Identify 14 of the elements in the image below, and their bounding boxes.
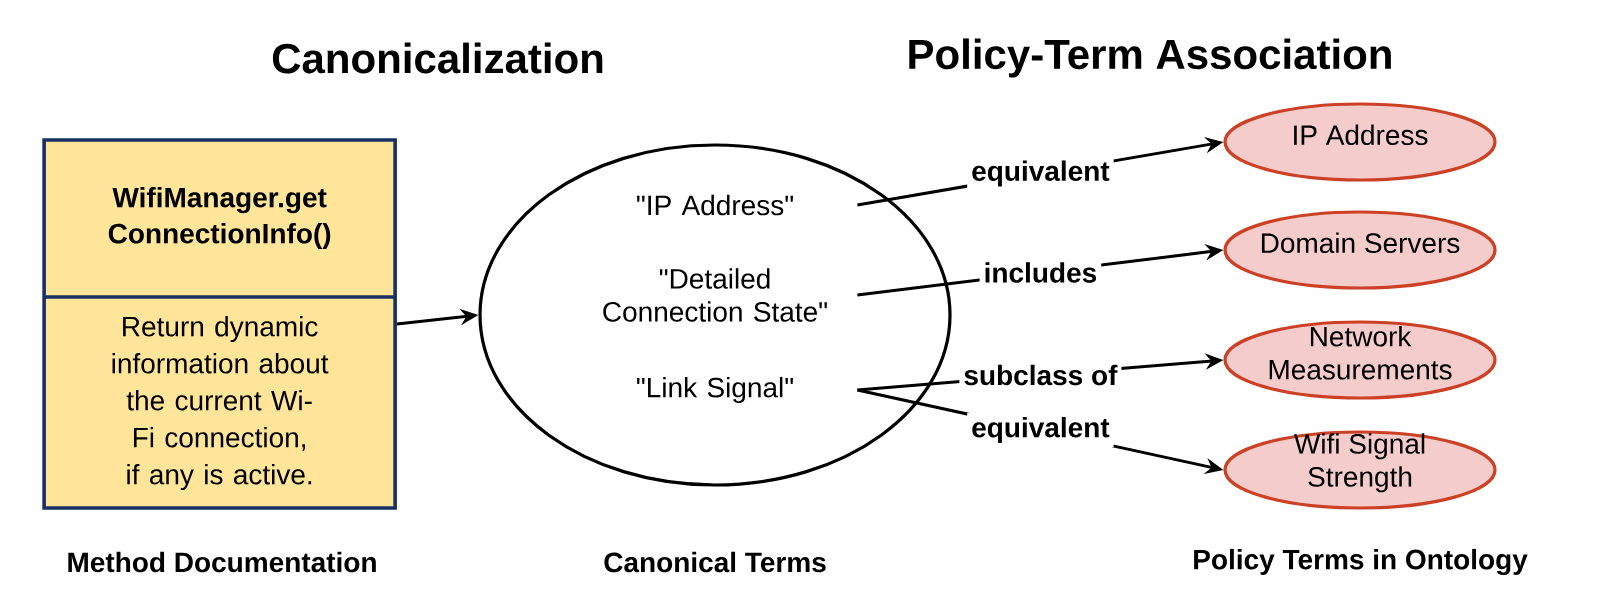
term-text: "Link Signal" <box>637 376 793 404</box>
edge-label: subclass of <box>959 360 1122 390</box>
column-caption: Canonical Terms <box>604 551 826 573</box>
edge-label: includes <box>979 258 1102 287</box>
section-title: Canonicalization <box>272 42 603 74</box>
term-text: "Detailed Connection State" <box>603 268 827 322</box>
section-title: Policy-Term Association <box>909 38 1391 78</box>
edge-label: equivalent <box>967 412 1114 448</box>
edge-label: equivalent <box>967 156 1114 191</box>
column-caption: Policy Terms in Ontology <box>1194 548 1528 576</box>
documentation-box: WifiManager.get ConnectionInfo() Return dynamic information about the current Wi-Fi connection, if any is active. <box>42 138 397 510</box>
column-caption: Method Documentation <box>68 551 376 573</box>
terms-ellipse <box>478 143 952 487</box>
term-text: "IP Address" <box>637 194 793 216</box>
